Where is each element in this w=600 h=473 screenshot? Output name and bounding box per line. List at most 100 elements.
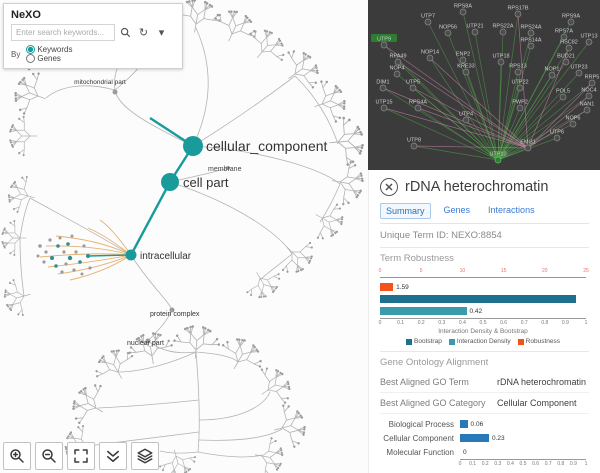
network-node[interactable]: RPS22A	[492, 24, 514, 36]
network-node[interactable]: EMG1	[520, 140, 536, 152]
network-node[interactable]: RPA49	[389, 54, 407, 66]
network-node[interactable]: RPS8A	[454, 4, 472, 16]
zoom-in-button[interactable]	[3, 442, 31, 470]
network-node[interactable]: NAN1	[580, 102, 595, 114]
network-node[interactable]: ENP2	[456, 52, 470, 64]
node-intracellular[interactable]	[125, 249, 137, 261]
right-column: UTP9 UTP7 RPS8A RPS17B RPS9A NOP56 UTP21 RPS22A…	[368, 0, 600, 473]
network-node[interactable]: UTP4	[459, 112, 473, 124]
network-edge	[497, 82, 593, 161]
network-node[interactable]: UTP15	[375, 100, 393, 112]
collapse-tree-button[interactable]	[99, 442, 127, 470]
network-node[interactable]: NOP56	[439, 25, 457, 37]
node-nuclear-part[interactable]	[145, 338, 151, 344]
network-node[interactable]: PWP2	[512, 100, 528, 112]
network-node[interactable]: UTP8	[407, 138, 421, 150]
network-node[interactable]: HSC82	[560, 40, 578, 52]
details-tabs: Summary Genes Interactions	[380, 203, 589, 224]
network-node[interactable]: RPS7A	[555, 29, 573, 41]
svg-text:UTP7: UTP7	[421, 14, 435, 20]
network-edge	[447, 32, 499, 161]
tab-interactions[interactable]: Interactions	[488, 205, 535, 215]
zoom-out-button[interactable]	[35, 442, 63, 470]
network-node[interactable]: NOC4	[581, 88, 597, 100]
network-edge	[397, 61, 529, 149]
svg-text:UTP4: UTP4	[459, 112, 473, 118]
network-edge	[397, 61, 499, 161]
network-node[interactable]: UTP9	[371, 34, 397, 49]
layers-button[interactable]	[131, 442, 159, 470]
gene-cluster[interactable]	[36, 234, 92, 276]
network-edge	[497, 71, 519, 161]
network-node[interactable]: RPS14A	[520, 38, 542, 50]
network-node[interactable]: KRE33	[457, 64, 475, 76]
network-node[interactable]: RPS4A	[409, 100, 427, 112]
ontology-tree[interactable]: mitochondrial part membrane cellular_com…	[0, 0, 368, 473]
network-node[interactable]: RPS17B	[507, 6, 529, 18]
network-node[interactable]: UTP10	[489, 152, 507, 164]
app-logo: NeXO	[11, 9, 41, 21]
network-edge	[427, 21, 499, 161]
svg-text:DIM1: DIM1	[376, 80, 389, 86]
node-cell-part[interactable]	[161, 173, 179, 191]
go-section-label: Gene Ontology Alignment	[380, 351, 589, 368]
network-node[interactable]: UTP21	[466, 24, 484, 36]
tab-summary[interactable]: Summary	[380, 203, 431, 219]
svg-text:RPS7A: RPS7A	[555, 29, 573, 35]
network-edge	[517, 13, 529, 149]
node-membrane[interactable]	[226, 166, 230, 170]
ontology-tree-panel: mitochondrial part membrane cellular_com…	[0, 0, 368, 473]
network-edge	[465, 71, 499, 161]
network-node[interactable]: UTP18	[492, 54, 510, 66]
svg-text:NOP1: NOP1	[545, 67, 560, 73]
tab-genes[interactable]: Genes	[443, 205, 471, 215]
search-icon[interactable]	[118, 25, 133, 40]
network-node[interactable]: NOP6	[566, 116, 581, 128]
options-caret-icon[interactable]: ▾	[158, 27, 165, 39]
search-input[interactable]	[11, 24, 115, 41]
svg-text:UTP5: UTP5	[406, 80, 420, 86]
network-node[interactable]: POL5	[556, 89, 570, 101]
network-node[interactable]: UTP7	[421, 14, 435, 26]
network-node[interactable]: RPS9A	[562, 14, 580, 26]
network-node[interactable]: UTP5	[406, 80, 420, 92]
svg-text:NAN1: NAN1	[580, 102, 595, 108]
network-edge	[497, 72, 580, 161]
gene-network[interactable]: UTP9 UTP7 RPS8A RPS17B RPS9A NOP56 UTP21 RPS22A…	[368, 0, 600, 170]
network-node[interactable]: UTP22	[511, 80, 529, 92]
network-node[interactable]: NOP1	[545, 67, 560, 79]
network-edge	[412, 87, 529, 149]
radio-genes[interactable]: Genes	[26, 54, 72, 63]
network-node[interactable]: UTP6	[550, 130, 564, 142]
network-node[interactable]: UTP23	[570, 65, 588, 77]
radio-keywords[interactable]: Keywords	[26, 45, 72, 54]
network-node[interactable]: UTP13	[580, 34, 598, 46]
network-edge	[413, 145, 499, 161]
node-cellular-component[interactable]	[183, 136, 203, 156]
network-edge	[527, 82, 593, 149]
node-protein-complex[interactable]	[169, 307, 175, 313]
tree-branches	[19, 27, 341, 458]
network-edge	[465, 119, 499, 161]
network-node[interactable]: RPS24A	[520, 25, 542, 37]
network-node[interactable]: BUD21	[557, 54, 575, 66]
network-node[interactable]: NOP14	[421, 50, 439, 62]
network-node[interactable]: DIM1	[376, 80, 390, 92]
label-protein-complex: protein complex	[150, 311, 200, 318]
reset-search-icon[interactable]: ↻	[138, 27, 149, 39]
node-mitochondrial-part[interactable]	[112, 89, 118, 95]
close-icon[interactable]: ✕	[380, 178, 398, 196]
network-node[interactable]: RRP5	[585, 75, 600, 87]
gene-network-panel[interactable]: UTP9 UTP7 RPS8A RPS17B RPS9A NOP56 UTP21 RPS22A…	[368, 0, 600, 170]
label-nuclear-part: nuclear part	[127, 340, 164, 347]
fit-view-button[interactable]	[67, 442, 95, 470]
network-node[interactable]: RPS13	[509, 64, 527, 76]
network-node[interactable]: NOP4	[390, 66, 405, 78]
